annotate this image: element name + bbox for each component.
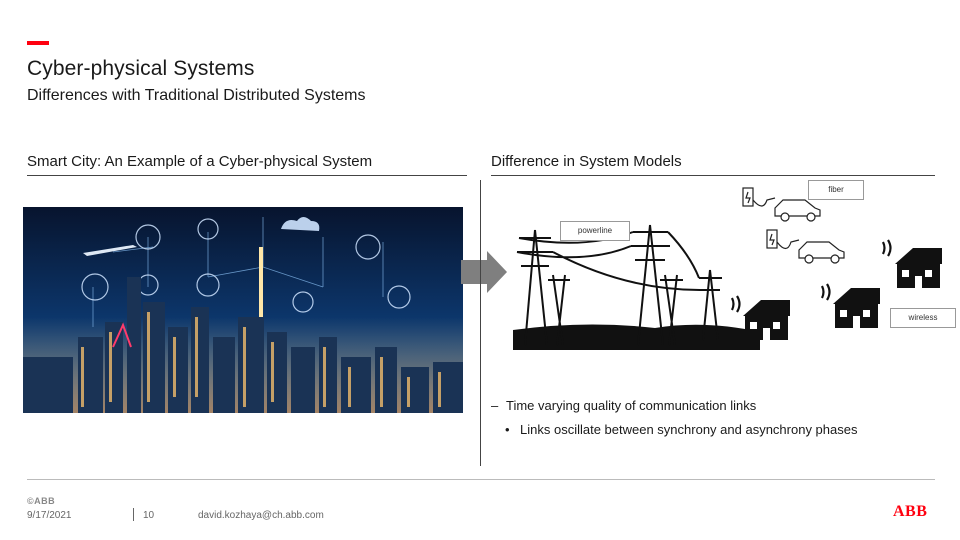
sub-bullet-text: Links oscillate between synchrony and as… xyxy=(520,422,858,437)
abb-logo: ABB xyxy=(893,503,928,520)
wireless-label: wireless xyxy=(890,308,956,328)
slide-subtitle: Differences with Traditional Distributed… xyxy=(27,87,366,104)
fiber-label: fiber xyxy=(808,180,864,200)
footer-rule xyxy=(27,479,935,480)
sub-bullet-item: • Links oscillate between synchrony and a… xyxy=(505,422,857,437)
slide-title: Cyber-physical Systems xyxy=(27,57,255,80)
left-section-rule xyxy=(27,175,467,176)
dash-icon: – xyxy=(491,398,499,413)
right-section-heading: Difference in System Models xyxy=(491,153,682,170)
footer-email: david.kozhaya@ch.abb.com xyxy=(198,510,324,521)
vertical-divider xyxy=(480,180,481,466)
footer-separator xyxy=(133,508,134,521)
smart-city-image xyxy=(23,207,463,413)
left-section-heading: Smart City: An Example of a Cyber-physic… xyxy=(27,153,373,170)
arrow-right-icon xyxy=(461,251,507,298)
accent-bar xyxy=(27,41,49,45)
right-section-rule xyxy=(491,175,935,176)
powerline-label: powerline xyxy=(560,221,630,241)
bullet-text: Time varying quality of communication li… xyxy=(506,398,757,413)
bullet-dot-icon: • xyxy=(505,422,510,437)
footer-date: 9/17/2021 xyxy=(27,510,72,521)
bullet-item: –Time varying quality of communication l… xyxy=(491,398,756,413)
footer-copyright-logo: ©ABB xyxy=(27,496,56,506)
system-model-diagram: fiber powerline wireless xyxy=(505,180,960,355)
page-number: 10 xyxy=(143,510,155,521)
